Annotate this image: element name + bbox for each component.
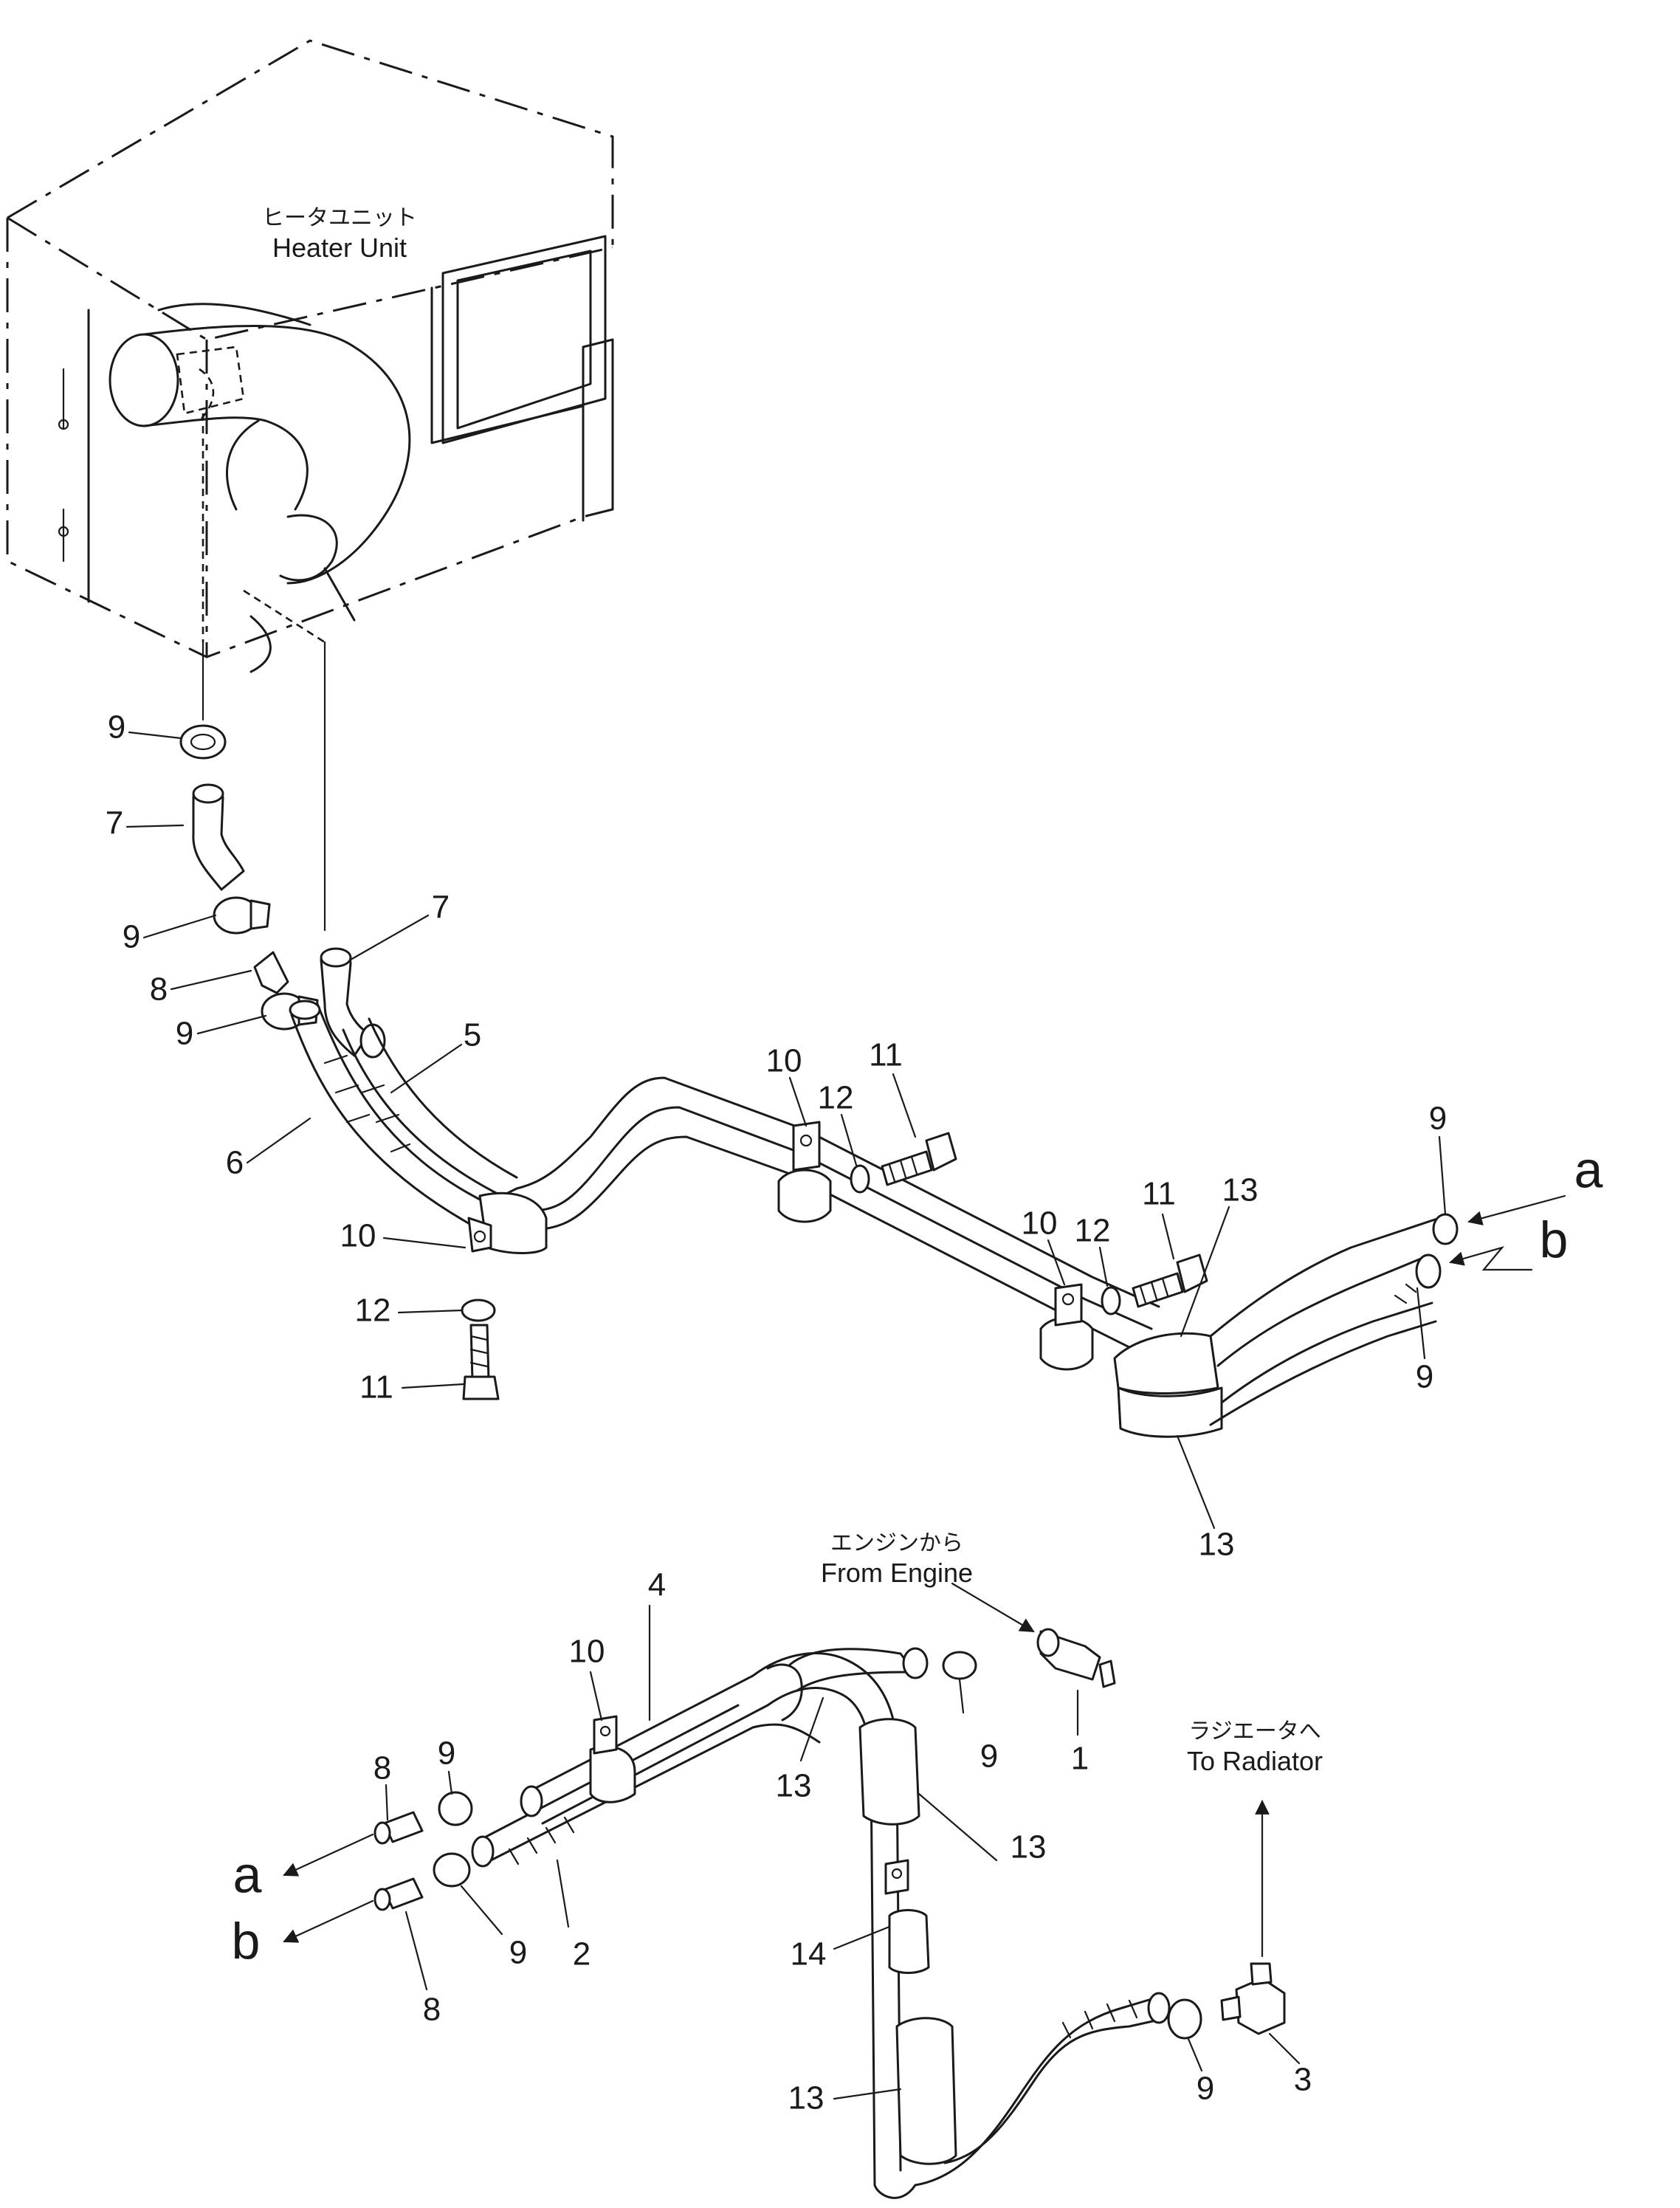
callout-13: 13	[788, 2080, 824, 2116]
from-engine-note-ja: エンジンから	[830, 1530, 963, 1556]
clamp-9-a-part	[1432, 1213, 1459, 1245]
clamp-10-right-part	[1039, 1316, 1094, 1371]
callout-9: 9	[980, 1738, 998, 1775]
flow-arrows	[283, 1194, 1566, 1958]
clamp-10-lower-part	[589, 1745, 636, 1803]
callout-4: 4	[648, 1567, 666, 1603]
fitting-3-part	[1235, 1977, 1286, 2035]
callout-9: 9	[1429, 1101, 1447, 1137]
callout-2: 2	[573, 1936, 591, 1973]
callout-13: 13	[1011, 1829, 1047, 1865]
callout-5: 5	[464, 1017, 481, 1053]
upper-pipe-assembly	[289, 1000, 1459, 1438]
callout-9: 9	[438, 1736, 455, 1772]
callout-8: 8	[423, 1992, 441, 2028]
callout-10: 10	[569, 1634, 605, 1670]
callout-7: 7	[432, 890, 450, 926]
heater-outlet-elbow	[109, 333, 179, 427]
hose-2-end	[471, 1835, 495, 1868]
arrow-a-bottom	[283, 1833, 374, 1877]
callout-11: 11	[1142, 1176, 1176, 1212]
clamp-9-lower-d-part	[1167, 1998, 1202, 2040]
callout-13: 13	[1222, 1172, 1259, 1208]
callout-10: 10	[766, 1043, 802, 1079]
callout-9: 9	[509, 1935, 527, 1971]
heater-unit-note-en: Heater Unit	[272, 233, 407, 263]
callout-9: 9	[176, 1016, 193, 1052]
washer-12-low-part	[461, 1299, 496, 1322]
sleeve-13-lower-part	[1117, 1386, 1223, 1438]
flow-notes: エンジンから From Engine ラジエータへ To Radiator	[821, 1530, 1323, 1776]
callout-9: 9	[1197, 2071, 1214, 2107]
washer-12-right-part	[1101, 1286, 1121, 1315]
callout-9: 9	[1416, 1359, 1433, 1395]
elbow-8-part	[253, 951, 289, 994]
clamp-9-lower-c-part	[433, 1852, 471, 1888]
upper-left-parts	[179, 724, 386, 1059]
leader-lines	[125, 731, 1447, 2100]
arrow-from-engine	[951, 1582, 1035, 1633]
arrow-b-bottom	[283, 1899, 374, 1943]
connector-a-top: a	[1574, 1141, 1603, 1198]
clamp-14-part	[888, 1909, 930, 1974]
bolt-11-right-part	[1132, 1272, 1184, 1308]
callout-13: 13	[1199, 1527, 1235, 1563]
connector-b-bottom: b	[232, 1912, 261, 1970]
clamp-9-lower-a-part	[942, 1651, 977, 1680]
callout-7: 7	[106, 805, 123, 842]
heater-unit: ヒータユニット Heater Unit	[6, 39, 614, 932]
callout-12: 12	[1075, 1213, 1111, 1249]
clamp-9-lower-b-part	[438, 1791, 473, 1826]
from-engine-note-en: From Engine	[821, 1558, 973, 1588]
clamp-9-part	[179, 724, 227, 760]
callout-11: 11	[359, 1369, 393, 1406]
arrow-a-top	[1467, 1194, 1566, 1225]
clamp-10-mid-part	[777, 1169, 832, 1223]
hose-end-upper	[520, 1785, 543, 1817]
sleeve-13-mid-part	[858, 1718, 920, 1826]
callout-8: 8	[373, 1750, 391, 1786]
sleeve-13-bottom-part	[895, 2017, 957, 2165]
connector-a-bottom: a	[233, 1846, 262, 1903]
sleeve-13-upper-part	[1113, 1332, 1219, 1394]
callout-6: 6	[226, 1145, 244, 1181]
to-radiator-note-ja: ラジエータへ	[1188, 1719, 1321, 1744]
callout-9: 9	[108, 709, 125, 746]
callout-11: 11	[869, 1037, 903, 1073]
to-radiator-note-en: To Radiator	[1187, 1746, 1323, 1776]
callout-14: 14	[791, 1936, 827, 1973]
washer-12-mid-part	[850, 1164, 870, 1194]
callout-3: 3	[1294, 2062, 1312, 2098]
callout-12: 12	[355, 1293, 391, 1329]
connector-b-top: b	[1540, 1211, 1569, 1268]
callout-10: 10	[340, 1218, 376, 1254]
callout-9: 9	[123, 919, 140, 955]
callout-10: 10	[1022, 1206, 1058, 1242]
clamp-9-b-part	[1415, 1253, 1442, 1289]
hose-6-edge-b	[316, 1002, 489, 1205]
clamp-10-left-part	[478, 1191, 548, 1254]
callouts: 9 7 9 8 9 6 7 5 10 12 11 10 12 11 10 12 …	[106, 709, 1447, 2116]
callout-13: 13	[776, 1768, 812, 1804]
callout-1: 1	[1071, 1741, 1089, 1777]
connector-letters: a b a b	[232, 1141, 1603, 1970]
arrow-b-top	[1449, 1245, 1533, 1271]
callout-8: 8	[150, 971, 168, 1008]
bolt-11-mid-part	[881, 1150, 933, 1186]
callout-12: 12	[818, 1080, 854, 1116]
lower-pipe-assembly	[373, 1628, 1286, 2199]
heater-unit-note-ja: ヒータユニット	[262, 205, 417, 231]
